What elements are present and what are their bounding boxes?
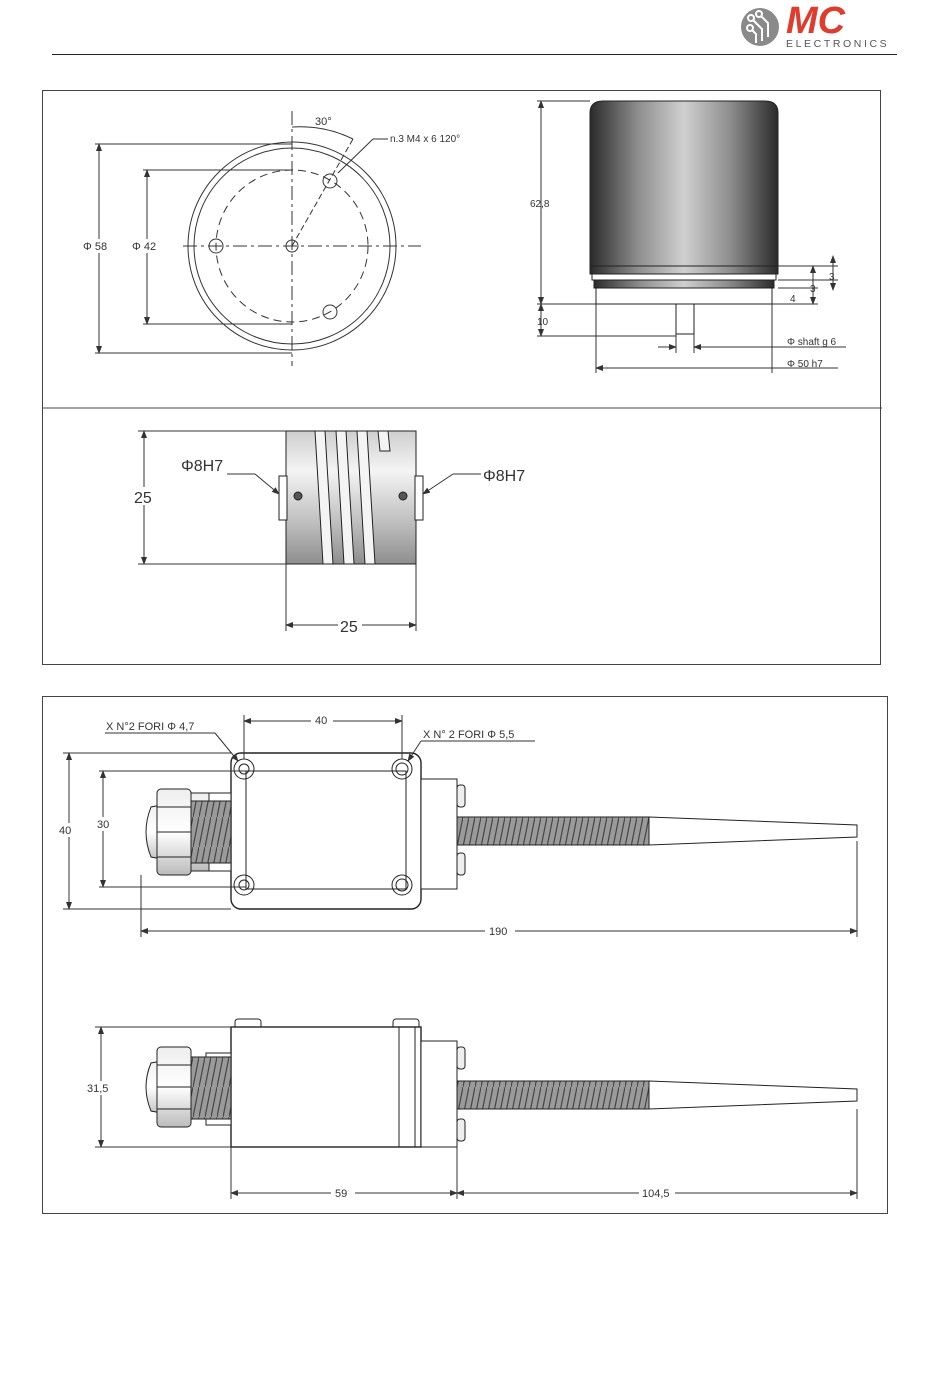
bore-right-label: Φ8H7 — [483, 468, 525, 485]
dim-rod-length: 104,5 — [642, 1188, 670, 1200]
switch-housing-side — [231, 1027, 421, 1147]
switch-top-view — [146, 753, 857, 909]
mount-hole — [323, 174, 337, 188]
switch-drawing: 40 X N°2 FORI Φ 4,7 X N° 2 FORI Φ 5,5 40… — [43, 697, 889, 1215]
switch-panel: 40 X N°2 FORI Φ 4,7 X N° 2 FORI Φ 5,5 40… — [42, 696, 888, 1214]
switch-side-view — [146, 1019, 857, 1147]
dim-hole-spacing: 40 — [315, 715, 327, 727]
encoder-side-view: 62,8 3 3 4 10 Φ shaft g 6 Φ 50 h7 — [530, 101, 846, 373]
switch-head — [421, 779, 457, 889]
set-screw — [399, 492, 407, 500]
encoder-coupling-panel: Φ 58 Φ 42 30° n.3 M4 x 6 120° — [42, 90, 881, 665]
encoder-front-view — [95, 111, 421, 366]
dim-coupling-height: 25 — [134, 490, 152, 507]
dim-bolt-diameter: Φ 42 — [132, 241, 156, 253]
encoder-coupling-drawing: Φ 58 Φ 42 30° n.3 M4 x 6 120° — [43, 91, 882, 666]
dim-step-c: 4 — [790, 294, 796, 305]
dim-encoder-height: 62,8 — [530, 199, 550, 210]
dim-side-height: 31,5 — [87, 1083, 108, 1095]
encoder-flange — [596, 288, 772, 304]
holes-note: n.3 M4 x 6 120° — [390, 134, 460, 145]
rod-tip-side — [649, 1081, 857, 1109]
dim-outer-diameter: Φ 58 — [83, 241, 107, 253]
encoder-body — [590, 101, 778, 266]
dim-step-a: 3 — [829, 272, 835, 283]
logo-text: MC — [786, 3, 846, 42]
dim-shaft-diameter: Φ shaft g 6 — [787, 337, 837, 348]
dim-shaft-length: 10 — [537, 317, 549, 328]
holes-large-note: X N° 2 FORI Φ 5,5 — [423, 729, 514, 741]
dim-angle: 30° — [315, 116, 332, 128]
set-screw — [294, 492, 302, 500]
bore-left-label: Φ8H7 — [181, 458, 223, 475]
bore-left — [279, 476, 287, 520]
switch-head-side — [421, 1041, 457, 1147]
holes-small-note: X N°2 FORI Φ 4,7 — [106, 721, 194, 733]
threaded-rod-side — [457, 1081, 649, 1109]
header-rule — [52, 54, 897, 55]
dim-step-b: 3 — [810, 284, 816, 295]
dim-total-length: 190 — [489, 926, 507, 938]
bore-right — [415, 476, 423, 520]
dim-coupling-length: 25 — [340, 619, 358, 636]
dim-height-inner: 30 — [97, 819, 109, 831]
dim-body-diameter: Φ 50 h7 — [787, 359, 823, 370]
logo-subtext: ELECTRONICS — [786, 38, 889, 50]
threaded-rod — [457, 817, 649, 845]
dim-height-outer: 40 — [59, 825, 71, 837]
coupling-view: Φ8H7 Φ8H7 25 25 — [133, 431, 525, 636]
rod-tip — [649, 817, 857, 845]
encoder-shaft — [676, 304, 694, 334]
mc-electronics-logo: MC ELECTRONICS — [738, 3, 898, 51]
dim-body-length: 59 — [335, 1188, 347, 1200]
